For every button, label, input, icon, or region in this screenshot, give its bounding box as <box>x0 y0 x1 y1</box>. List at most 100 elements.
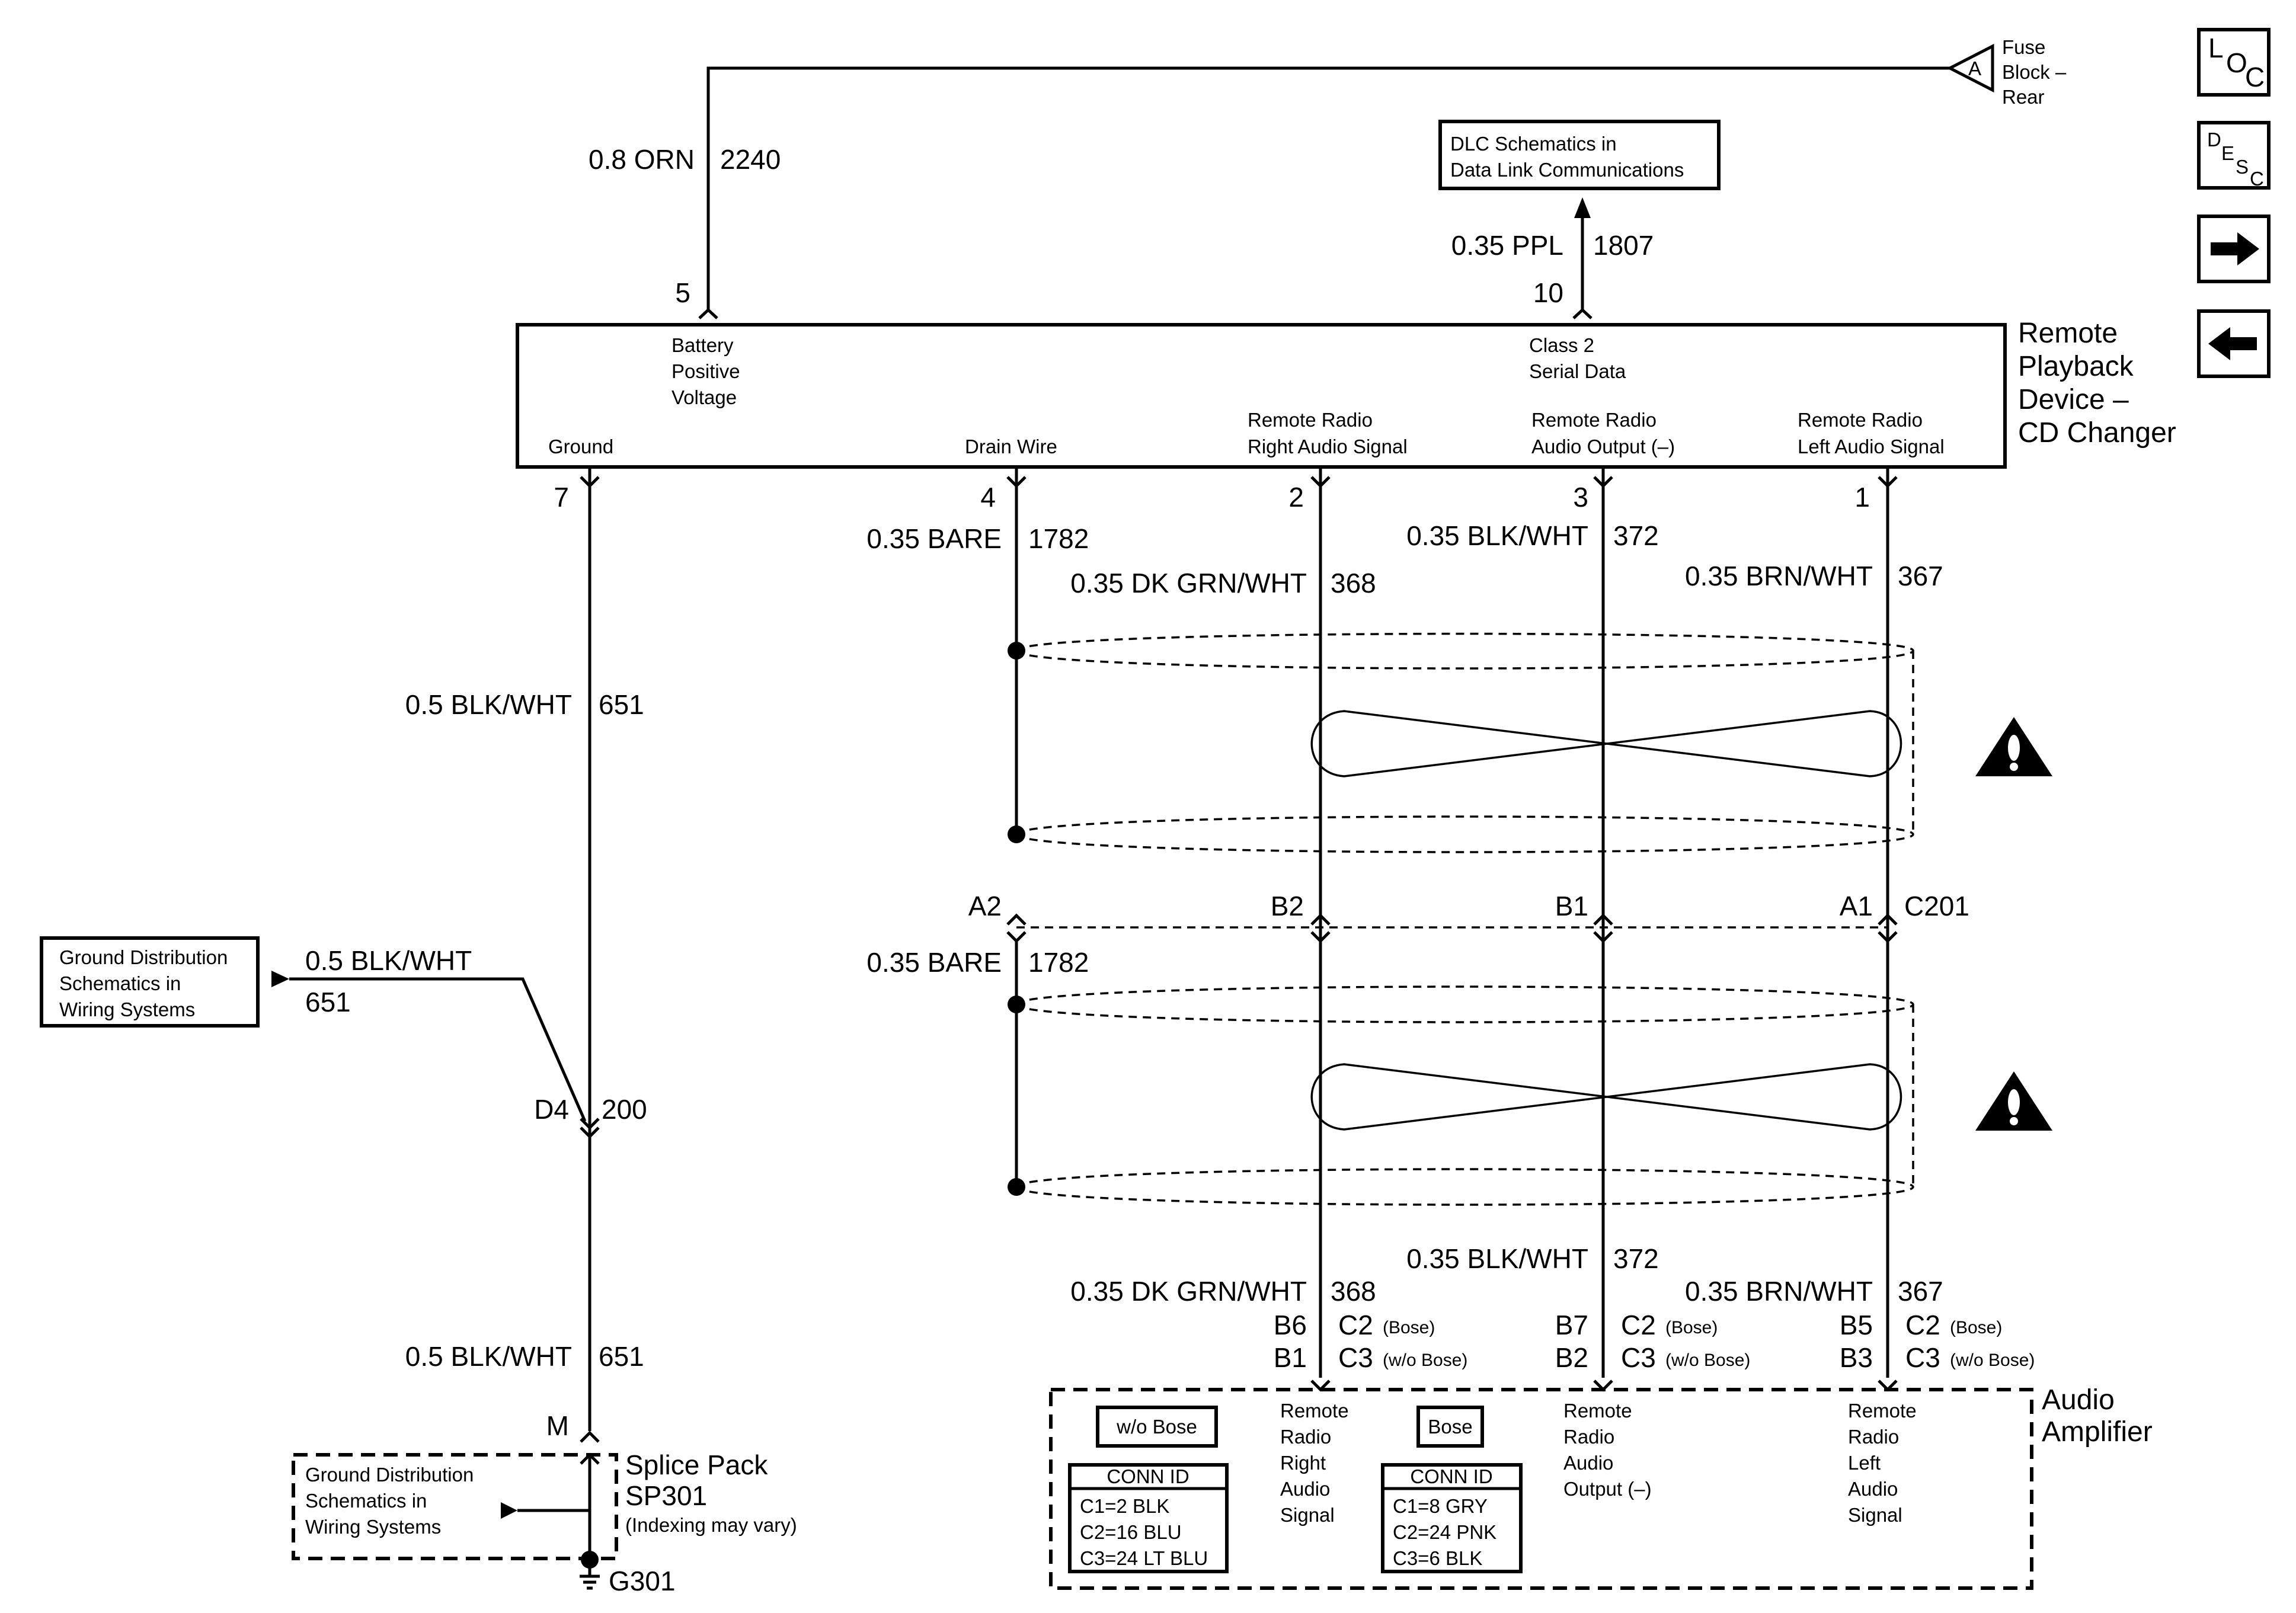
left-signal-label-line1: Remote Radio <box>1798 409 1923 431</box>
splice-200-connector: 200 <box>602 1094 647 1125</box>
serial-label-line2: Serial Data <box>1529 360 1626 382</box>
amp-left-signal-label: Remote Radio Left Audio Signal <box>1848 1400 1917 1526</box>
cd-name-line4: CD Changer <box>2018 417 2176 449</box>
left-signal-label-line2: Left Audio Signal <box>1798 436 1945 457</box>
location-button[interactable]: L O C <box>2197 28 2271 97</box>
svg-text:B1: B1 <box>1274 1342 1307 1373</box>
left-wire-circuit-lower: 367 <box>1898 1276 1943 1307</box>
c201-drain-pin: A2 <box>968 891 1002 921</box>
left-wire-gauge-upper: 0.35 BRN/WHT <box>1685 561 1873 591</box>
ground-icon <box>580 1551 600 1590</box>
loc-letter-c: C <box>2245 62 2265 92</box>
svg-text:(w/o Bose): (w/o Bose) <box>1383 1350 1467 1370</box>
svg-text:B2: B2 <box>1555 1342 1588 1373</box>
gnd-dist-wire-gauge: 0.5 BLK/WHT <box>305 945 472 976</box>
drain-wire-label: Drain Wire <box>965 436 1057 457</box>
output-wire-circuit-lower: 372 <box>1613 1243 1659 1274</box>
splice-pack-name: Splice Pack <box>625 1449 768 1480</box>
drain-pin-number: 4 <box>980 482 996 513</box>
output-pin-number: 3 <box>1573 482 1588 513</box>
svg-text:C3=6 BLK: C3=6 BLK <box>1393 1547 1482 1569</box>
battery-label-line2: Positive <box>671 360 740 382</box>
dlc-schematics-box[interactable]: DLC Schematics in Data Link Communicatio… <box>1438 120 1721 190</box>
dlc-label-line2: Data Link Communications <box>1450 159 1684 181</box>
splice-arrowhead-icon <box>501 1502 517 1519</box>
right-wire-circuit-lower: 368 <box>1331 1276 1376 1307</box>
cd-name-line1: Remote <box>2018 318 2118 349</box>
svg-text:Right: Right <box>1280 1452 1326 1474</box>
splice-gnd-dist-line1: Ground Distribution <box>305 1464 474 1486</box>
svg-text:C3: C3 <box>1905 1342 1940 1373</box>
bare-wire-circuit-upper: 1782 <box>1028 523 1089 554</box>
left-wire-gauge-lower: 0.35 BRN/WHT <box>1685 1276 1873 1307</box>
svg-text:Left: Left <box>1848 1452 1881 1474</box>
svg-text:Output (–): Output (–) <box>1563 1478 1652 1500</box>
fuse-block-rear: A Fuse Block – Rear <box>1946 36 2067 108</box>
right-arrowhead-icon <box>271 971 289 987</box>
desc-letter-d: D <box>2207 129 2221 151</box>
right-signal-label-line1: Remote Radio <box>1248 409 1373 431</box>
amplifier-name-line2: Amplifier <box>2042 1416 2153 1448</box>
svg-text:CONN ID: CONN ID <box>1410 1465 1492 1487</box>
cd-name-line2: Playback <box>2018 351 2134 382</box>
svg-text:C1=2 BLK: C1=2 BLK <box>1080 1495 1169 1517</box>
svg-text:Audio: Audio <box>1563 1452 1613 1474</box>
description-button[interactable]: D E S C <box>2197 121 2271 190</box>
amplifier-name-line1: Audio <box>2042 1384 2115 1416</box>
left-pin-number: 1 <box>1854 482 1870 513</box>
svg-text:Radio: Radio <box>1848 1426 1899 1448</box>
left-arrow-icon <box>2208 327 2257 360</box>
fuse-label-line3: Rear <box>2002 86 2045 108</box>
bose-tag <box>1416 1406 1484 1448</box>
amp-output-label: Remote Radio Audio Output (–) <box>1563 1400 1652 1500</box>
wo-bose-conn-table: CONN ID C1=2 BLK C2=16 BLU C3=24 LT BLU <box>1068 1463 1229 1573</box>
c201-left-pin: A1 <box>1840 891 1873 921</box>
serial-label-line1: Class 2 <box>1529 334 1594 356</box>
next-page-button[interactable] <box>2197 215 2271 283</box>
previous-page-button[interactable] <box>2197 309 2271 378</box>
bare-wire-circuit-lower: 1782 <box>1028 947 1089 978</box>
right-wire-gauge-lower: 0.35 DK GRN/WHT <box>1070 1276 1307 1307</box>
ground-distribution-box[interactable]: Ground Distribution Schematics in Wiring… <box>40 936 260 1028</box>
right-pin-number: 2 <box>1288 482 1304 513</box>
svg-text:B3: B3 <box>1840 1342 1873 1373</box>
ground-id-label: G301 <box>609 1566 676 1596</box>
right-wire-gauge-upper: 0.35 DK GRN/WHT <box>1070 568 1307 599</box>
svg-text:(Bose): (Bose) <box>1665 1318 1718 1337</box>
svg-text:C2=24 PNK: C2=24 PNK <box>1393 1521 1496 1543</box>
wo-bose-tag <box>1096 1406 1218 1448</box>
battery-feed-wire <box>706 66 1950 311</box>
splice-pack-id: SP301 <box>625 1480 707 1511</box>
output-wire-gauge-lower: 0.35 BLK/WHT <box>1406 1243 1588 1274</box>
cd-changer-name: Remote Playback Device – CD Changer <box>2018 318 2176 449</box>
svg-text:Radio: Radio <box>1563 1426 1614 1448</box>
svg-text:Audio: Audio <box>1848 1478 1898 1500</box>
amp-left-pins: B5 B3 C2 (Bose) C3 (w/o Bose) <box>1840 1310 2035 1373</box>
output-wire-circuit-upper: 372 <box>1613 520 1659 551</box>
c201-output-pin: B1 <box>1555 891 1588 921</box>
gnd-dist-line1: Ground Distribution <box>59 946 228 968</box>
bare-wire-gauge-lower: 0.35 BARE <box>866 947 1002 978</box>
splice-200-chevron <box>580 1118 600 1130</box>
svg-text:C2: C2 <box>1905 1310 1940 1340</box>
loc-letter-l: L <box>2208 33 2224 63</box>
battery-wire-circuit: 2240 <box>720 144 781 175</box>
desc-letter-e: E <box>2221 142 2234 164</box>
output-label-line2: Audio Output (–) <box>1531 436 1675 457</box>
battery-label-line1: Battery <box>671 334 734 356</box>
svg-text:C3=24 LT BLU: C3=24 LT BLU <box>1080 1547 1208 1569</box>
ground-pin-number: 7 <box>554 482 569 513</box>
connector-c201 <box>1006 913 1898 943</box>
upper-shield <box>1015 632 1914 853</box>
svg-text:(Bose): (Bose) <box>1950 1318 2002 1337</box>
serial-wire-circuit: 1807 <box>1593 230 1654 261</box>
ground-terminal-label: Ground <box>548 436 613 457</box>
svg-text:Radio: Radio <box>1280 1426 1331 1448</box>
ground-wire-gauge-lower: 0.5 BLK/WHT <box>405 1341 572 1372</box>
svg-text:CONN ID: CONN ID <box>1107 1465 1189 1487</box>
splice-gnd-dist-line3: Wiring Systems <box>305 1516 441 1538</box>
audio-amplifier-box: w/o Bose Bose CONN ID C1=2 BLK C2=16 BLU… <box>1049 1380 2033 1590</box>
right-arrow-icon <box>2211 232 2259 265</box>
upper-caution-icon <box>1975 717 2052 776</box>
c201-connector-id: C201 <box>1904 891 1969 921</box>
